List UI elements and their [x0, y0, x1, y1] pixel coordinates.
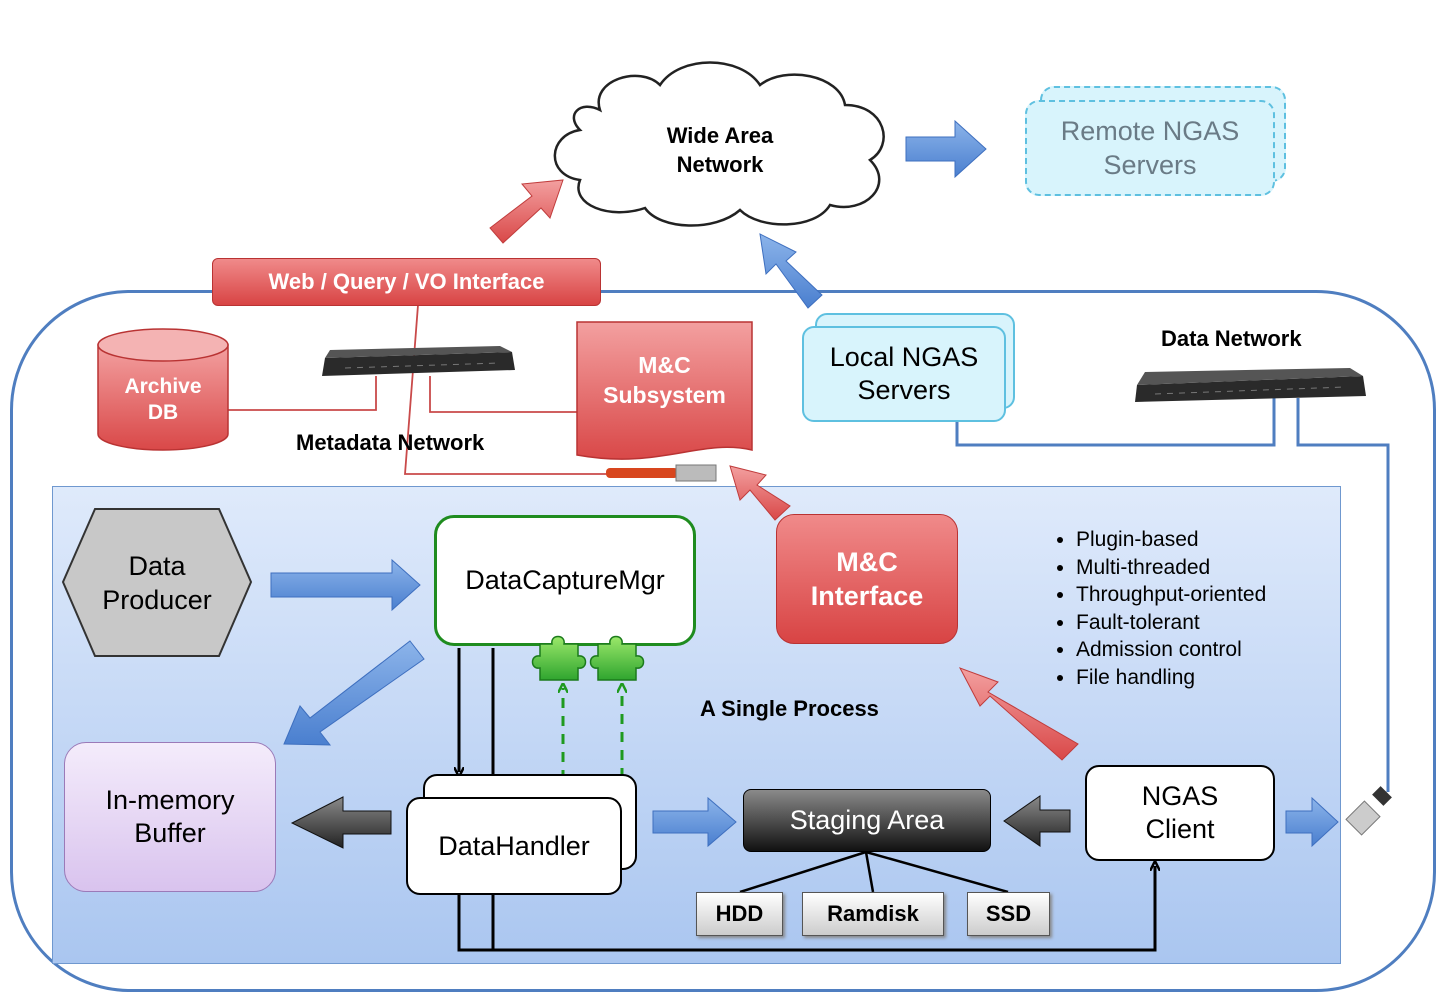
data-network-label: Data Network	[1161, 326, 1302, 351]
ngas-client-line-2: Client	[1145, 814, 1215, 844]
mc-interface-line-1: M&C	[836, 547, 898, 577]
remote-line-2: Servers	[1103, 150, 1197, 180]
arrow-handler-to-staging	[652, 796, 737, 848]
mc-subsystem-line-2: Subsystem	[603, 382, 726, 408]
web-interface-label: Web / Query / VO Interface	[268, 269, 545, 294]
feature-item: Multi-threaded	[1076, 554, 1266, 582]
archive-line-2: DB	[147, 401, 179, 424]
arrow-client-to-mc-interface	[958, 667, 1079, 761]
buffer-line-2: Buffer	[134, 818, 206, 848]
mc-subsystem-document	[576, 321, 753, 460]
mc-interface-line-2: Interface	[810, 581, 924, 611]
arrow-web-to-wan	[489, 179, 564, 244]
arrow-mc-interface-to-subsystem	[729, 465, 791, 521]
archive-db: Archive DB	[98, 372, 228, 428]
data-producer-line-1: Data	[128, 551, 186, 581]
data-handler: DataHandler	[406, 797, 622, 895]
archive-line-1: Archive	[124, 375, 202, 398]
capture-mgr-label: DataCaptureMgr	[465, 565, 665, 595]
feature-item: Fault-tolerant	[1076, 609, 1266, 637]
arrow-handler-to-buffer	[290, 796, 392, 849]
ngas-client: NGAS Client	[1085, 765, 1275, 861]
plugin-puzzle-icon	[531, 635, 587, 681]
web-query-vo-interface: Web / Query / VO Interface	[212, 258, 601, 306]
local-line-1: Local NGAS	[829, 342, 979, 372]
hdd-storage: HDD	[696, 892, 783, 936]
mc-subsystem: M&C Subsystem	[577, 348, 752, 412]
local-ngas-servers: Local NGAS Servers	[802, 326, 1006, 422]
hdd-label: HDD	[715, 901, 764, 926]
data-producer-line-2: Producer	[102, 585, 212, 615]
ngas-client-line-1: NGAS	[1141, 781, 1219, 811]
arrow-wan-to-remote	[905, 119, 987, 179]
data-handler-label: DataHandler	[438, 830, 590, 861]
feature-item: Admission control	[1076, 636, 1266, 664]
feature-item: File handling	[1076, 664, 1266, 692]
data-producer-hexagon	[61, 508, 253, 657]
plugin-puzzle-icon	[589, 635, 645, 681]
metadata-network-label: Metadata Network	[296, 430, 485, 455]
data-network-lines	[955, 398, 1390, 792]
staging-area: Staging Area	[743, 789, 991, 852]
ssd-storage: SSD	[967, 892, 1050, 936]
buffer-line-1: In-memory	[105, 785, 235, 815]
metadata-network-switch	[322, 346, 515, 376]
ramdisk-storage: Ramdisk	[802, 892, 944, 936]
arrow-capture-to-buffer	[283, 640, 425, 746]
arrow-local-to-wan	[759, 233, 823, 309]
ramdisk-label: Ramdisk	[827, 901, 919, 926]
data-cable-connector	[1345, 786, 1392, 836]
in-memory-buffer: In-memory Buffer	[64, 742, 276, 892]
staging-storage-lines	[739, 850, 1009, 894]
feature-list: Plugin-based Multi-threaded Throughput-o…	[1046, 526, 1266, 691]
wide-area-network-cloud	[553, 61, 885, 227]
archive-db-cylinder	[97, 328, 229, 451]
ssd-label: SSD	[985, 901, 1032, 926]
arrow-producer-to-capture	[270, 558, 421, 612]
data-producer: Data Producer	[63, 548, 251, 618]
feature-item: Throughput-oriented	[1076, 581, 1266, 609]
wan-line-2: Network	[676, 152, 764, 177]
staging-area-label: Staging Area	[789, 805, 945, 835]
remote-line-1: Remote NGAS	[1060, 116, 1240, 146]
arrow-client-to-staging	[1003, 795, 1071, 847]
mc-interface: M&C Interface	[776, 514, 958, 644]
data-network-switch	[1135, 368, 1366, 402]
wide-area-network-label: Wide Area Network	[640, 120, 800, 180]
single-process-label: A Single Process	[700, 696, 879, 721]
local-line-2: Servers	[857, 375, 951, 405]
mc-subsystem-line-1: M&C	[638, 352, 691, 378]
feature-item: Plugin-based	[1076, 526, 1266, 554]
handler-to-client-line	[457, 866, 1155, 952]
remote-ngas-servers: Remote NGAS Servers	[1025, 100, 1275, 196]
metadata-cable-connector	[606, 464, 717, 482]
arrow-client-to-network	[1285, 796, 1339, 848]
wan-line-1: Wide Area	[666, 123, 774, 148]
